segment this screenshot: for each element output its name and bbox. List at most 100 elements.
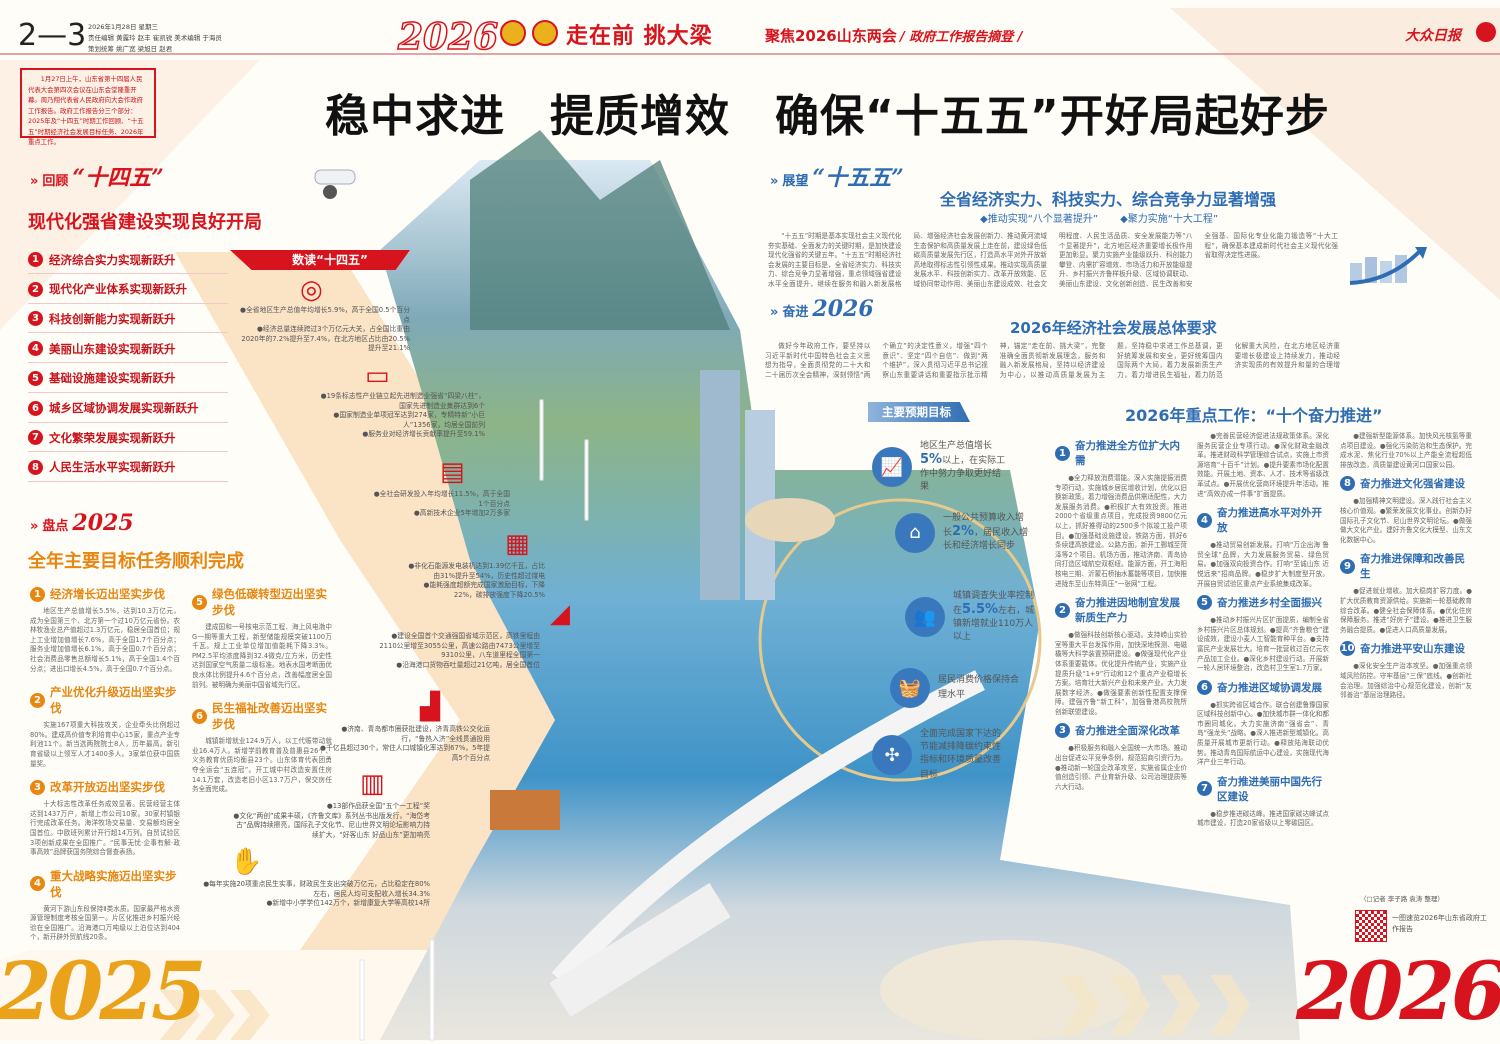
review-item-label: 文化繁荣发展实现新跃升 [49, 430, 176, 445]
qr-code[interactable] [1355, 910, 1387, 942]
stat-item: ●经济总量连续跨过3个万亿元大关，占全国比重由2020年的7.2%提升至7.4%… [241, 325, 410, 352]
year-2026: 2026 [1296, 944, 1500, 1038]
corner-tint-left [0, 60, 260, 330]
summary-title: 全年主要目标任务顺利完成 [28, 551, 244, 572]
city-skyline-icon: ▟ [420, 692, 440, 722]
basket-icon: 🧺 [890, 668, 930, 708]
keywork-column-3: ●建强新型能源体系。加快风光核氢等重点项目建设。●强化污染防治和生态保护。完成水… [1340, 432, 1472, 701]
number-badge: 6 [28, 400, 43, 416]
number-badge: 2 [28, 281, 43, 297]
train-icon: ◢ [550, 599, 570, 629]
stat-item: ●全省地区生产总值年均增长5.9%，高于全国0.5个百分点 [240, 306, 410, 324]
forward-text: 做好今年政府工作，要坚持以习近平新时代中国特色社会主义思想为指导，全面贯彻党的二… [765, 342, 1340, 379]
stat-item: ●每年实施20项重点民生实事，财政民生支出突破万亿元，占比稳定在80%左右，居民… [203, 880, 430, 898]
solar-panel-icon: ▦ [505, 529, 530, 559]
summary-item-text: 地区生产总值增长5.5%，达到10.3万亿元，成为全国第三个、北方第一个过10万… [30, 607, 180, 673]
review-item-label: 现代化产业体系实现新跃升 [49, 282, 187, 297]
number-badge: 9 [1340, 558, 1355, 574]
main-headline: 稳中求进 提质增效 确保“十五五”开好局起好步 [325, 91, 1330, 142]
review-item-label: 经济综合实力实现新跃升 [49, 252, 176, 267]
target-value: 5% [920, 452, 943, 467]
keywork-section-text: ●完善民营经济促进法规政策体系。深化服务民营企业专项行动。●深化财政金融改革。推… [1197, 432, 1329, 498]
number-badge: 5 [1197, 595, 1212, 611]
stat-group: ●每年实施20项重点民生实事，财政民生支出突破万亿元，占比稳定在80%左右，居民… [200, 880, 430, 909]
tower [700, 370, 740, 600]
mountain [470, 130, 730, 330]
stat-item: ●全社会研发投入年均增长11.5%，高于全国1个百分点 [373, 490, 510, 508]
review-title: 现代化强省建设实现良好开局 [28, 212, 262, 233]
chevrons-left [160, 990, 270, 1040]
coins-icon: ◎ [300, 275, 323, 305]
keywork-title: 2026年重点工作：“十个奋力推进” [1125, 406, 1383, 425]
summary-item-text: 十大标志性改革任务成效显著。民营经营主体达到1437万户，新增上市公司10家。3… [30, 800, 180, 857]
review-tag: »回顾“十四五” [30, 165, 164, 191]
stat-item: ●建设全国首个交通强国省域示范区，高铁里程由2110公里增至3055公里，高速公… [379, 632, 540, 659]
chip-icon: ▤ [440, 457, 465, 487]
airport-terminal [880, 940, 1140, 1040]
column-subtitle: / 政府工作报告摘登 / [900, 30, 1023, 45]
stat-item: ●高新技术企业5年增加2万多家 [413, 509, 510, 517]
column-title: 聚焦2026山东两会 [765, 27, 897, 45]
review-item: 2 现代化产业体系实现新跃升 [28, 276, 228, 304]
drone-icon [314, 169, 356, 199]
stat-item: ●服务业对经济增长贡献率提升至59.1% [362, 430, 485, 438]
target-value: 2% [952, 524, 975, 539]
growth-arrow-icon [1345, 245, 1430, 285]
stat-item: ●济南、青岛都市圈获批建设，济青高铁公交化运行，“鲁热入济”全线贯通投用 [341, 725, 490, 743]
stat-group: ●建设全国首个交通强国省域示范区，高铁里程由2110公里增至3055公里，高速公… [375, 632, 540, 670]
target-item: ✣全面完成国家下达的节能减排降碳约束性指标和环境质量改善目标 [872, 728, 1008, 782]
keywork-column-2: ●完善民营经济促进法规政策体系。深化服务民营企业专项行动。●深化财政金融改革。推… [1197, 432, 1329, 829]
target-item: 🧺居民消费价格保持合理水平 [890, 668, 1026, 708]
target-text: 城镇调查失业率控制在5.5%左右，城镇新增就业110万人以上 [953, 591, 1035, 642]
stat-item: ●非化石能源发电装机达到1.39亿千瓦，占比由31%提升至54%，历史性超过煤电 [408, 562, 545, 580]
qr-caption: 一图速览2026年山东省政府工作报告 [1392, 914, 1487, 933]
number-badge: 3 [30, 779, 45, 795]
number-badge: 7 [28, 430, 43, 446]
editors: 责任编辑 黄露玲 赵丰 崔凯锐 美术编辑 于海员 [88, 34, 222, 42]
keywork-section-text: ●积极服务和融入全国统一大市场。推动出台促进公平竞争条例，规范招商引资行为。●推… [1055, 744, 1187, 791]
stat-item: ●千亿县超过30个，常住人口城镇化率达到67%，5年提高5个百分点 [320, 744, 490, 762]
keywork-section-text: ●抓实跨省区域合作。联合创建鲁豫国家区域科技创新中心。●加快城市群一体化和都市圈… [1197, 700, 1329, 767]
helping-hand-icon: ✋ [230, 847, 263, 877]
double-chevron-icon: » [30, 519, 39, 534]
planners: 策划统筹 姚广宽 梁旭日 赵君 [88, 45, 173, 53]
number-badge: 6 [192, 708, 207, 724]
keywork-section-text: ●推动乡村振兴片区扩面提质，编制全省乡村振兴片区总体规划。●提高“齐鲁粮仓”建设… [1197, 616, 1329, 673]
stat-group: ●济南、青岛都市圈获批建设，济青高铁公交化运行，“鲁热入济”全线贯通投用●千亿县… [320, 725, 490, 763]
cargo-ship [490, 790, 560, 830]
newspaper-logo-icon [1476, 22, 1496, 42]
masthead-meta: 2026年1月28日 星期三 责任编辑 黄露玲 赵丰 崔凯锐 美术编辑 于海员 … [88, 22, 222, 55]
number-badge: 8 [28, 459, 43, 475]
number-badge: 10 [1340, 641, 1355, 657]
laptop-icon: ▭ [365, 361, 390, 391]
issue-date: 2026年1月28日 星期三 [88, 23, 159, 31]
target-text: 一般公共预算收入增长2%，居民收入增长和经济增长同步 [943, 513, 1029, 551]
stat-group: ●非化石能源发电装机达到1.39亿千瓦，占比由31%提升至54%，历史性超过煤电… [405, 562, 545, 600]
keywork-section-text: ●促进就业增收。加大稳岗扩容力度。●扩大优质教育资源供给。实施新一轮基础教育综合… [1340, 587, 1472, 634]
target-item: 📈地区生产总值增长5%以上，在实际工作中努力争取更好结果 [872, 440, 1008, 494]
newspaper-logo: 大众日报 [1405, 28, 1461, 44]
data-read-band [30, 252, 560, 950]
